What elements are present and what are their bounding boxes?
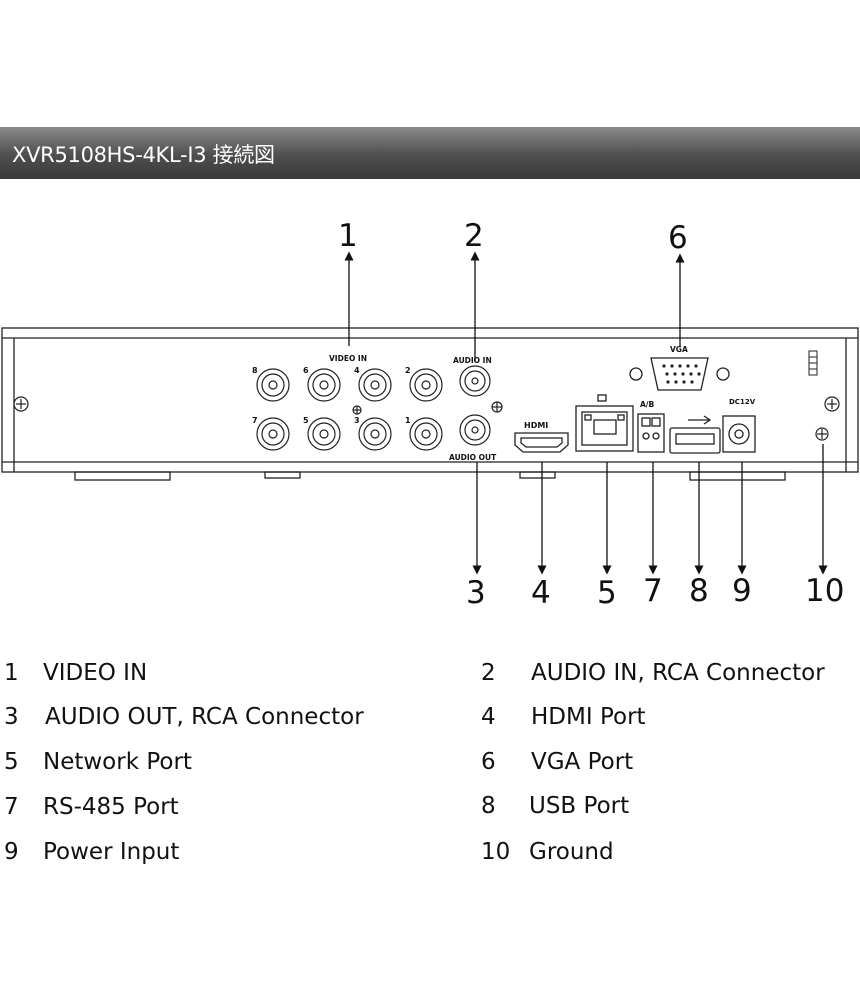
legend-number: 7 <box>4 794 19 820</box>
legend-number: 5 <box>4 749 19 775</box>
audio-out-panel-label: AUDIO OUT <box>449 453 497 462</box>
legend-label: HDMI Port <box>531 704 646 730</box>
callout-6: 6 <box>668 220 688 256</box>
legend-label: AUDIO IN, RCA Connector <box>531 660 825 686</box>
network-port-icon <box>575 394 634 452</box>
power-input-icon <box>722 415 756 453</box>
audio-out-rca-icon <box>459 401 503 446</box>
bnc-connector-2 <box>409 368 443 402</box>
bnc-number-labels: 8 6 4 2 7 5 3 1 <box>252 366 411 425</box>
callout-2: 2 <box>464 218 484 254</box>
legend-label: VIDEO IN <box>43 660 148 686</box>
vga-panel-label: VGA <box>670 345 688 354</box>
svg-text:8: 8 <box>252 366 258 375</box>
bnc-connector-1 <box>409 417 443 451</box>
legend-label: RS-485 Port <box>43 794 179 820</box>
vent-icon <box>808 350 818 376</box>
legend-number: 6 <box>481 749 496 775</box>
svg-text:6: 6 <box>303 366 309 375</box>
callout-5: 5 <box>597 575 617 611</box>
bnc-connector-8 <box>256 368 290 402</box>
dc-panel-label: DC12V <box>729 398 756 406</box>
usb-port-icon <box>669 415 721 454</box>
legend-number: 3 <box>4 704 19 730</box>
svg-text:3: 3 <box>354 416 360 425</box>
bnc-connector-5 <box>307 417 341 451</box>
legend-number: 2 <box>481 660 496 686</box>
svg-text:4: 4 <box>354 366 360 375</box>
right-screw-icon <box>824 396 840 412</box>
svg-text:2: 2 <box>405 366 411 375</box>
chassis <box>1 327 859 481</box>
ab-panel-label: A/B <box>640 400 655 409</box>
legend-label: USB Port <box>529 793 630 819</box>
callout-4: 4 <box>531 575 551 611</box>
legend-label: AUDIO OUT, RCA Connector <box>45 704 364 730</box>
legend-number: 9 <box>4 839 19 865</box>
hdmi-panel-label: HDMI <box>524 421 548 430</box>
video-in-panel-label: VIDEO IN <box>329 354 367 363</box>
callout-8: 8 <box>689 573 709 609</box>
audio-in-panel-label: AUDIO IN <box>453 356 492 365</box>
svg-text:5: 5 <box>303 416 309 425</box>
audio-in-rca-icon <box>459 365 491 397</box>
callout-7: 7 <box>643 573 663 609</box>
legend-number: 4 <box>481 704 496 730</box>
legend-label: Power Input <box>43 839 180 865</box>
callout-3: 3 <box>466 575 486 611</box>
rs485-port-icon <box>637 413 665 453</box>
svg-text:1: 1 <box>405 416 411 425</box>
hdmi-port-icon <box>514 432 569 453</box>
page-title: XVR5108HS-4KL-I3 接続図 <box>12 143 275 167</box>
legend-label: Network Port <box>43 749 192 775</box>
legend-number: 1 <box>4 660 19 686</box>
svg-text:7: 7 <box>252 416 258 425</box>
vga-port-icon <box>629 357 730 391</box>
callout-10: 10 <box>805 573 845 609</box>
title-bar: XVR5108HS-4KL-I3 接続図 <box>0 127 860 179</box>
legend-label: Ground <box>529 839 614 865</box>
legend-label: VGA Port <box>531 749 634 775</box>
bnc-connector-7 <box>256 417 290 451</box>
legend-number: 8 <box>481 793 496 819</box>
left-screw-icon <box>13 396 29 412</box>
ground-screw-icon <box>815 427 829 441</box>
bnc-connector-4 <box>358 368 392 402</box>
bnc-connector-6 <box>307 368 341 402</box>
callout-1: 1 <box>338 218 358 254</box>
video-in-bnc-group <box>256 368 443 451</box>
legend-number: 10 <box>481 839 511 865</box>
callout-lines <box>344 251 828 575</box>
bnc-connector-3 <box>358 417 392 451</box>
callout-9: 9 <box>732 573 752 609</box>
